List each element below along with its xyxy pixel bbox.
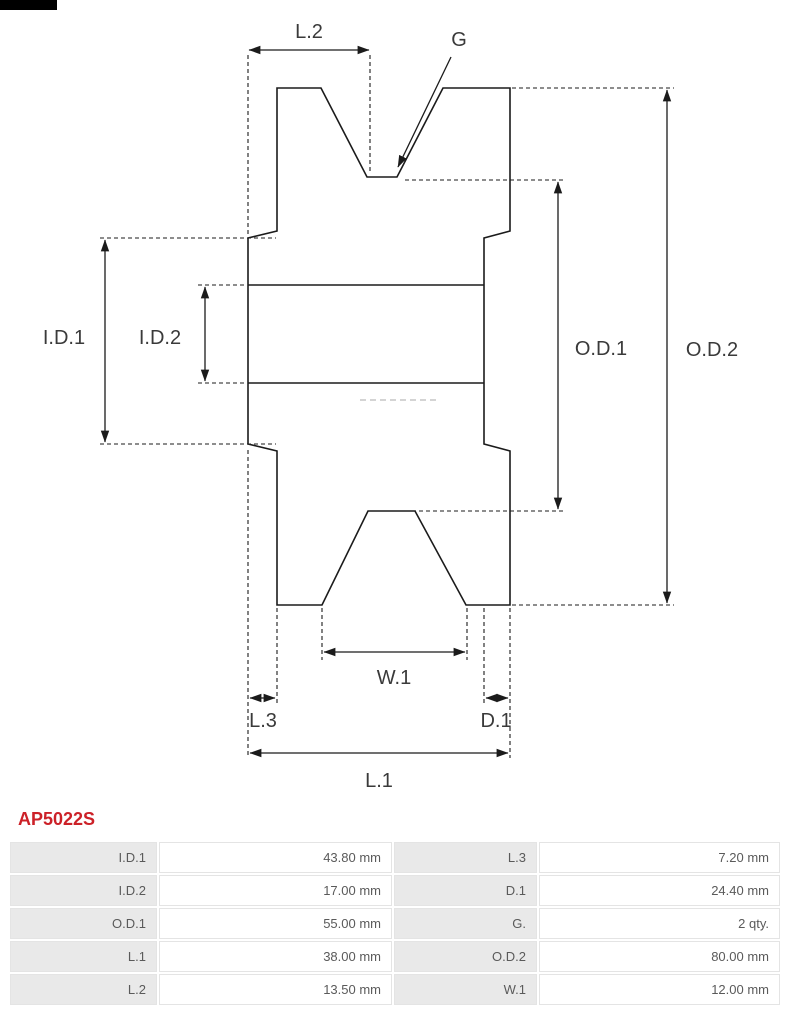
- dimension-id2: I.D.2: [139, 286, 210, 382]
- dimension-l2: L.2: [248, 21, 370, 55]
- table-row: L.2 13.50 mm W.1 12.00 mm: [10, 974, 780, 1005]
- groove-pointer-arrow: [397, 56, 452, 168]
- dim-label-id2: I.D.2: [139, 327, 181, 349]
- dim-label-id1: I.D.1: [43, 327, 85, 349]
- spec-label: G.: [394, 908, 537, 939]
- pulley-outline: [247, 87, 511, 606]
- spec-label: I.D.1: [10, 842, 157, 873]
- dim-label-l1: L.1: [365, 770, 393, 792]
- dimension-od2: O.D.2: [662, 89, 738, 604]
- dim-label-d1: D.1: [480, 710, 511, 732]
- spec-label: D.1: [394, 875, 537, 906]
- dimension-d1: D.1: [480, 693, 512, 732]
- table-row: L.1 38.00 mm O.D.2 80.00 mm: [10, 941, 780, 972]
- part-number: AP5022S: [18, 809, 96, 829]
- dim-label-l2: L.2: [295, 21, 323, 43]
- spec-label: I.D.2: [10, 875, 157, 906]
- dim-label-l3: L.3: [249, 710, 277, 732]
- dim-label-od2: O.D.2: [686, 339, 738, 361]
- spec-value: 55.00 mm: [159, 908, 392, 939]
- spec-label: L.3: [394, 842, 537, 873]
- dimension-od1: O.D.1: [553, 181, 627, 510]
- spec-label: O.D.2: [394, 941, 537, 972]
- table-row: I.D.1 43.80 mm L.3 7.20 mm: [10, 842, 780, 873]
- spec-label: L.2: [10, 974, 157, 1005]
- pulley-body-outline: [247, 87, 511, 606]
- spec-value: 24.40 mm: [539, 875, 780, 906]
- spec-value: 7.20 mm: [539, 842, 780, 873]
- spec-value: 2 qty.: [539, 908, 780, 939]
- spec-value: 12.00 mm: [539, 974, 780, 1005]
- dimension-g: G: [397, 29, 467, 168]
- table-row: I.D.2 17.00 mm D.1 24.40 mm: [10, 875, 780, 906]
- table-row: O.D.1 55.00 mm G. 2 qty.: [10, 908, 780, 939]
- spec-value: 38.00 mm: [159, 941, 392, 972]
- spec-value: 80.00 mm: [539, 941, 780, 972]
- dim-label-w1: W.1: [377, 667, 411, 689]
- dim-label-g: G: [451, 29, 467, 51]
- spec-label: O.D.1: [10, 908, 157, 939]
- dimension-w1: W.1: [323, 647, 466, 689]
- spec-table: I.D.1 43.80 mm L.3 7.20 mm I.D.2 17.00 m…: [8, 840, 782, 1007]
- dimension-l1: L.1: [249, 748, 509, 792]
- spec-label: L.1: [10, 941, 157, 972]
- spec-value: 13.50 mm: [159, 974, 392, 1005]
- dim-label-od1: O.D.1: [575, 338, 627, 360]
- logo-mark: [0, 0, 57, 10]
- spec-label: W.1: [394, 974, 537, 1005]
- spec-value: 17.00 mm: [159, 875, 392, 906]
- dimension-id1: I.D.1: [43, 239, 110, 443]
- pulley-technical-drawing: L.2 G I.D.1 I.D.2 O.D.1 O.D.2 W.1: [43, 21, 738, 792]
- dimension-l3: L.3: [249, 693, 277, 732]
- spec-value: 43.80 mm: [159, 842, 392, 873]
- extension-lines: [100, 55, 674, 758]
